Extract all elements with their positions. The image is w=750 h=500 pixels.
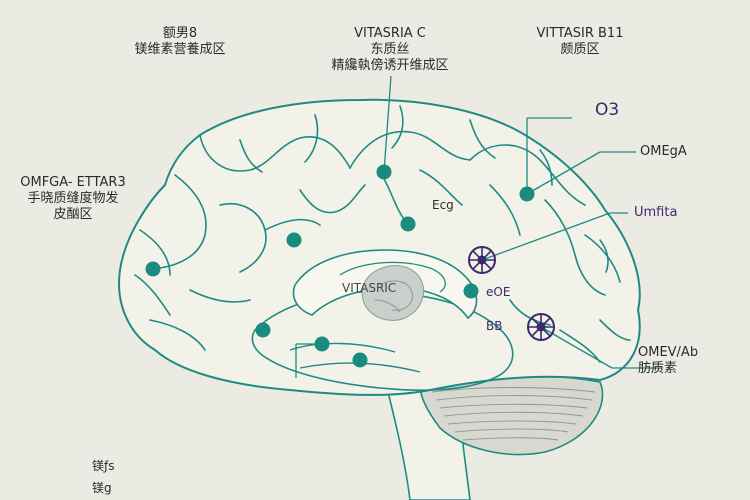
label-top-right-line1: VITTASIR B11	[536, 26, 624, 41]
node	[400, 216, 416, 232]
label-right-omfita: Umfita	[634, 205, 678, 220]
label-left-line3: 皮酗区	[53, 207, 93, 222]
temporal-fold-1	[289, 342, 396, 353]
label-top-middle-line1: VITASRIA C	[354, 26, 426, 41]
label-inner-bb: BB	[486, 319, 503, 333]
nodes	[145, 164, 535, 368]
label-top-right: VITTASIR B11 颇质区	[520, 26, 640, 58]
marker-icon	[527, 313, 555, 341]
label-bottom-left-1: 镁ƒs	[92, 459, 115, 473]
marker-icon	[468, 246, 496, 274]
node	[255, 322, 271, 338]
label-top-middle-line2: 东质丝	[370, 42, 410, 57]
label-inner-ecg: Ecg	[432, 198, 454, 212]
label-top-left-line2: 镁维素营養成区	[134, 42, 226, 57]
cerebellum-folds	[431, 387, 596, 441]
node	[376, 164, 392, 180]
label-top-middle: VITASRIA C 东质丝 精纔執傍诱开维成区	[320, 26, 460, 74]
gyri	[134, 105, 631, 363]
node	[519, 186, 535, 202]
node	[314, 336, 330, 352]
label-right-omega: OMEgA	[640, 144, 687, 159]
cerebrum-outline	[118, 98, 641, 396]
label-left-line2: 手晓质缝度物发	[27, 191, 119, 206]
label-right-o3: O3	[595, 100, 620, 120]
leader-lines	[295, 75, 662, 378]
thalamus	[361, 265, 424, 321]
label-bottom-right-line1: OMEV/Ab	[638, 345, 699, 360]
node	[286, 232, 302, 248]
inner-fold	[339, 261, 446, 293]
label-inner-oe: eOE	[486, 285, 511, 299]
label-left-line1: OMFGA- ETTAR3	[20, 175, 126, 190]
node	[352, 352, 368, 368]
label-bottom-right: OMEV/Ab 肪质素	[638, 345, 698, 377]
label-top-left-line1: 额男8	[162, 26, 198, 41]
label-bottom-right-line2: 肪质素	[638, 361, 678, 376]
label-top-left: 额男8 镁维素营養成区	[120, 26, 240, 58]
label-top-middle-line3: 精纔執傍诱开维成区	[331, 58, 449, 73]
node	[145, 261, 161, 277]
label-left: OMFGA- ETTAR3 手晓质缝度物发 皮酗区	[8, 175, 138, 223]
label-bottom-left-2: 镁g	[92, 481, 112, 495]
label-inner-vitasric: VITASRIC	[342, 281, 397, 295]
label-top-right-line2: 颇质区	[560, 42, 600, 57]
node	[463, 283, 479, 299]
